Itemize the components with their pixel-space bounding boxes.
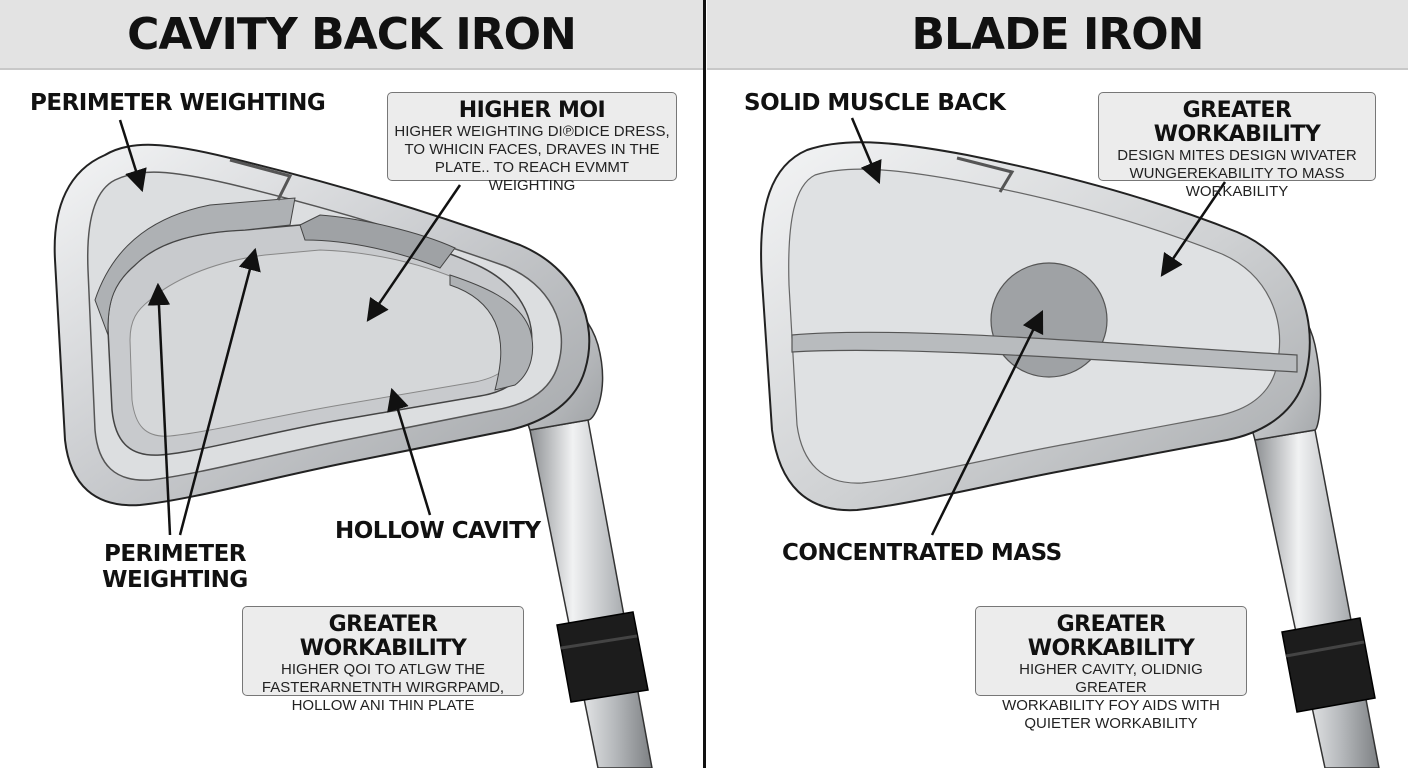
callout-line: HIGHER CAVITY, OLIDNIG GREATER <box>1019 661 1203 696</box>
callout-line: HIGHER QOI TO ATLGW THE <box>281 661 485 678</box>
heel-weight-pocket <box>449 274 534 391</box>
cavity-back-iron-illustration <box>53 119 653 768</box>
callout-body: DESIGN MITES DESIGN WIVATER WUNGEREKABIL… <box>1105 147 1369 201</box>
top-weight-bar <box>299 214 456 269</box>
ferrule-band <box>560 634 638 650</box>
arrow-perimeter-top <box>118 119 147 193</box>
callout-line: WORKABILITY FOY AIDS WITH <box>1002 697 1220 714</box>
ferrule-band <box>1285 640 1365 658</box>
label-solid-muscle-back: SOLID MUSCLE BACK <box>744 90 1006 116</box>
callout-greater-workability-bottom: GREATER WORKABILITY HIGHER CAVITY, OLIDN… <box>975 606 1247 732</box>
callout-heading: GREATER WORKABILITY <box>299 612 467 661</box>
callout-greater-workability: GREATER WORKABILITY HIGHER QOI TO ATLGW … <box>242 606 524 714</box>
callout-higher-moi: HIGHER MOI HIGHER WEIGHTING DI℗DICE DRES… <box>387 92 677 194</box>
loft-number-7 <box>956 156 1015 193</box>
ferrule <box>1281 617 1376 713</box>
label-perimeter-weighting-top: PERIMETER WEIGHTING <box>30 90 326 116</box>
label-hollow-cavity: HOLLOW CAVITY <box>335 518 541 544</box>
callout-line: WORKABILITY <box>1185 183 1289 200</box>
cavity-back-panel: CAVITY BACK IRON PERIMETER WEIGHTING HIG… <box>0 0 703 768</box>
toe-weight-pocket <box>94 197 296 336</box>
arrow-higher-moi <box>366 184 462 322</box>
callout-heading: HIGHER MOI <box>458 98 606 123</box>
label-concentrated-mass: CONCENTRATED MASS <box>782 540 1062 566</box>
arrow-hollow-cavity <box>387 387 432 516</box>
callout-line: DESIGN MITES DESIGN WIVATER <box>1117 147 1357 164</box>
panel-divider <box>703 0 706 768</box>
callout-line: WUNGEREKABILITY TO MASS <box>1129 165 1345 182</box>
ferrule <box>556 611 649 703</box>
arrow-solid-muscle-back <box>850 117 882 185</box>
label-line: PERIMETER <box>103 541 247 567</box>
arrow-concentrated-mass <box>930 309 1044 536</box>
callout-body: HIGHER QOI TO ATLGW THE FASTERARNETNTH W… <box>249 661 517 715</box>
blade-iron-illustration <box>760 117 1380 768</box>
arrow-greater-workability-top <box>1160 181 1227 277</box>
title-bar: BLADE IRON <box>707 0 1408 70</box>
callout-body: HIGHER CAVITY, OLIDNIG GREATER WORKABILI… <box>982 661 1240 733</box>
callout-line: TO WHICIN FACES, DRAVES IN THE <box>404 141 660 158</box>
callout-line: HOLLOW ANI THIN PLATE <box>291 697 475 714</box>
label-line: WEIGHTING <box>102 567 248 593</box>
callout-heading: GREATER WORKABILITY <box>1027 612 1195 661</box>
callout-line: QUIETER WORKABILITY <box>1024 715 1198 732</box>
callout-line: FASTERARNETNTH WIRGRPAMD, <box>261 679 505 696</box>
arrow-perimeter-bottom-2 <box>178 247 261 536</box>
panel-title: BLADE IRON <box>911 8 1204 60</box>
callout-body: HIGHER WEIGHTING DI℗DICE DRESS, TO WHICI… <box>394 123 670 195</box>
callout-greater-workability-top: GREATER WORKABILITY DESIGN MITES DESIGN … <box>1098 92 1376 200</box>
loft-number-7 <box>229 158 293 201</box>
callout-heading: GREATER WORKABILITY <box>1153 98 1321 147</box>
shaft <box>529 419 653 768</box>
title-bar: CAVITY BACK IRON <box>0 0 703 70</box>
callout-line: PLATE.. TO REACH EVMMT WEIGHTING <box>434 159 630 194</box>
muscle-ridge <box>791 331 1298 373</box>
blade-panel: BLADE IRON SOLID MUSCLE BACK GREATER WOR… <box>707 0 1408 768</box>
shaft <box>1254 429 1380 768</box>
arrow-perimeter-bottom-1 <box>147 282 172 536</box>
label-perimeter-weighting-bottom: PERIMETER WEIGHTING <box>100 541 250 593</box>
callout-line: HIGHER WEIGHTING DI℗DICE DRESS, <box>394 123 670 140</box>
panel-title: CAVITY BACK IRON <box>127 8 577 60</box>
